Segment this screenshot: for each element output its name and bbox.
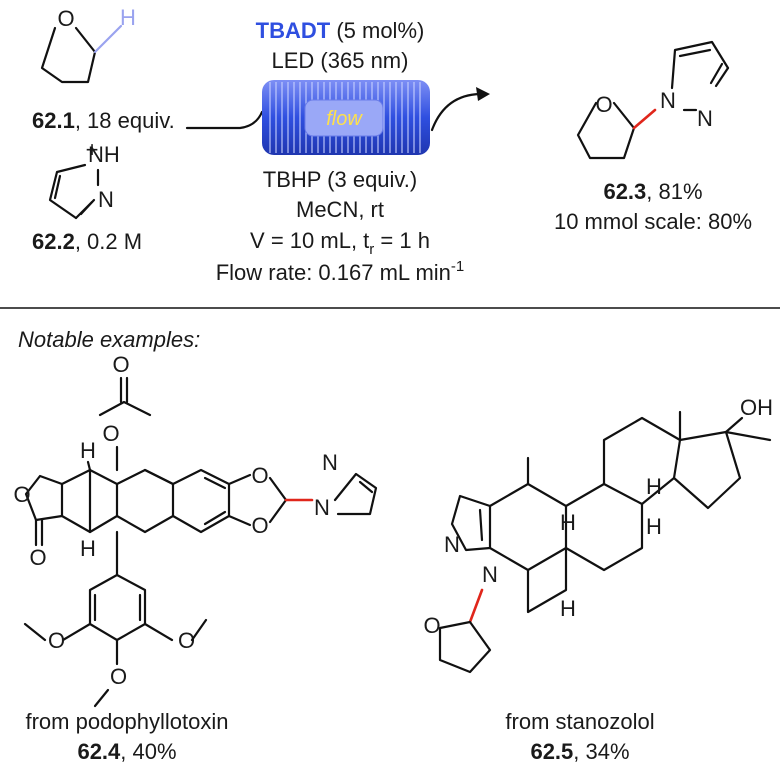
atom-H: H <box>80 438 96 463</box>
light-source: LED (365 nm) <box>272 48 409 73</box>
atom-O: O <box>57 6 74 31</box>
atom-O: O <box>48 628 65 653</box>
example1-source: from podophyllotoxin <box>25 709 228 734</box>
reaction-arrow <box>476 87 490 101</box>
atom-N: N <box>444 532 460 557</box>
atom-O: O <box>178 628 195 653</box>
pyrazole-ring-reagent: NH N <box>48 142 120 220</box>
oxidant: TBHP (3 equiv.) <box>263 167 417 192</box>
plus-sign: + <box>86 137 99 162</box>
atom-O: O <box>13 482 30 507</box>
atom-N: N <box>322 450 338 475</box>
reactor-label: flow <box>326 108 363 130</box>
atom-N1: N <box>660 88 676 113</box>
atom-H: H <box>560 510 576 535</box>
atom-O: O <box>251 463 268 488</box>
atom-OH: OH <box>740 395 773 420</box>
thf-ring-reagent: O H <box>40 5 136 84</box>
atom-O: O <box>110 664 127 689</box>
atom-N2: N <box>697 106 713 131</box>
scale-yield: 10 mmol scale: 80% <box>554 209 752 234</box>
atom-O: O <box>112 352 129 377</box>
atom-O: O <box>595 92 612 117</box>
reagent1-label: 62.1, 18 equiv. <box>32 108 175 133</box>
reagent2-label: 62.2, 0.2 M <box>32 229 142 254</box>
flow-rate: Flow rate: 0.167 mL min-1 <box>216 258 465 285</box>
stanozolol-derivative: OH H H H H N N O <box>423 395 773 674</box>
solvent: MeCN, rt <box>296 197 384 222</box>
atom-O: O <box>423 613 440 638</box>
product-structure: O N N <box>576 40 730 160</box>
example1-label: 62.4, 40% <box>77 739 176 764</box>
flow-reactor-coil: flow <box>185 80 490 155</box>
atom-O: O <box>102 421 119 446</box>
atom-H-highlight: H <box>120 5 136 30</box>
atom-NH: NH <box>88 142 120 167</box>
podophyllotoxin-derivative: O O H H O O O O N N <box>13 352 378 708</box>
atom-H: H <box>646 514 662 539</box>
atom-N: N <box>482 562 498 587</box>
atom-H: H <box>560 596 576 621</box>
examples-heading: Notable examples: <box>18 327 200 352</box>
atom-H: H <box>646 474 662 499</box>
atom-O: O <box>251 513 268 538</box>
product-label: 62.3, 81% <box>603 179 702 204</box>
catalyst-line: TBADT (5 mol%) <box>256 18 425 43</box>
atom-H: H <box>80 536 96 561</box>
example2-label: 62.5, 34% <box>530 739 629 764</box>
atom-N: N <box>98 187 114 212</box>
atom-N: N <box>314 495 330 520</box>
volume-time: V = 10 mL, tr = 1 h <box>250 228 430 258</box>
example2-source: from stanozolol <box>505 709 654 734</box>
atom-O: O <box>29 545 46 570</box>
